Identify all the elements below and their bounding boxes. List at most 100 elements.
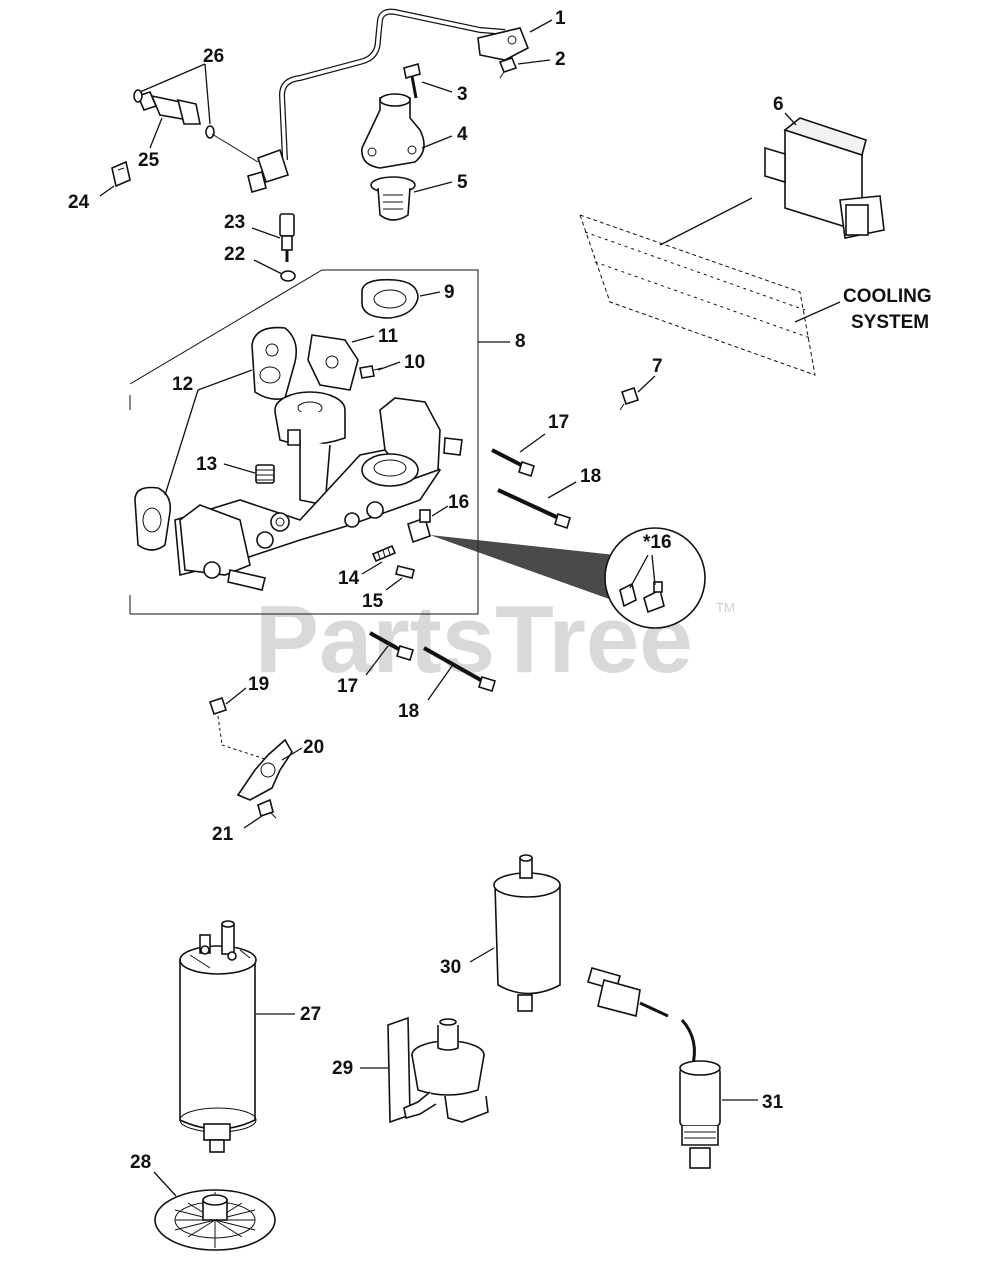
part-17-bolt-upper[interactable] bbox=[491, 448, 535, 478]
callout-11: 11 bbox=[378, 326, 399, 347]
callout-19: 19 bbox=[248, 674, 269, 695]
part-25-fuel-injector[interactable] bbox=[133, 89, 215, 139]
leader-17b bbox=[365, 645, 389, 676]
part-15-screw[interactable] bbox=[395, 565, 415, 579]
part-9-gasket[interactable] bbox=[361, 278, 419, 319]
leader-28 bbox=[153, 1171, 177, 1197]
part-22-o-ring[interactable] bbox=[280, 270, 296, 282]
part-31-oxygen-sensor[interactable] bbox=[587, 967, 721, 1169]
leader-9 bbox=[419, 291, 441, 297]
cooling-system-line1: COOLING bbox=[843, 286, 932, 307]
leader-12a bbox=[197, 369, 253, 391]
callout-14: 14 bbox=[338, 568, 360, 589]
callout-10: 10 bbox=[404, 352, 425, 373]
callout-3: 3 bbox=[457, 84, 468, 105]
part-8-intake-manifold[interactable] bbox=[174, 391, 463, 591]
part-19-nut[interactable] bbox=[208, 696, 228, 716]
part-16-fitting[interactable] bbox=[407, 509, 431, 544]
leader-11 bbox=[351, 335, 375, 343]
part-17-bolt-lower[interactable] bbox=[369, 631, 414, 662]
cooling-system-frame bbox=[579, 214, 816, 376]
callout-1: 1 bbox=[555, 8, 566, 29]
callout-4: 4 bbox=[457, 124, 468, 145]
cooling-system-line2: SYSTEM bbox=[851, 312, 929, 333]
part-7-bolt[interactable] bbox=[619, 386, 640, 411]
leader-21 bbox=[243, 815, 263, 829]
leader-16 bbox=[431, 505, 449, 517]
part-28-strainer[interactable] bbox=[154, 1189, 276, 1251]
callout-18-lower: 18 bbox=[398, 701, 419, 722]
callout-21: 21 bbox=[212, 824, 234, 845]
leader-cooling bbox=[794, 301, 841, 323]
callout-16: 16 bbox=[448, 492, 469, 513]
part-1-fuel-rail[interactable] bbox=[278, 8, 530, 161]
part-10-screw[interactable] bbox=[359, 365, 383, 379]
callout-12: 12 bbox=[172, 374, 193, 395]
callout-16-detail: *16 bbox=[643, 532, 672, 553]
callout-22: 22 bbox=[224, 244, 245, 265]
leader-25 bbox=[149, 117, 163, 149]
leader-cooling-module bbox=[659, 197, 753, 246]
leader-1 bbox=[529, 19, 553, 33]
callout-28: 28 bbox=[130, 1152, 151, 1173]
leader-20 bbox=[281, 747, 303, 761]
part-18-bolt-upper[interactable] bbox=[497, 488, 571, 530]
callout-6: 6 bbox=[773, 94, 784, 115]
callout-9: 9 bbox=[444, 282, 455, 303]
part-21-screw[interactable] bbox=[257, 798, 277, 819]
leader-26b bbox=[204, 63, 211, 125]
leader-15 bbox=[385, 577, 403, 591]
dashed-19-20b bbox=[221, 744, 269, 761]
callout-31: 31 bbox=[762, 1092, 784, 1113]
dashed-19-20 bbox=[217, 715, 223, 746]
leader-16b-2 bbox=[651, 554, 656, 586]
leader-22 bbox=[253, 259, 283, 275]
part-14-set-screw[interactable] bbox=[371, 544, 397, 563]
callout-7: 7 bbox=[652, 356, 663, 377]
part-20-bracket[interactable] bbox=[236, 738, 293, 801]
part-29-pressure-regulator[interactable] bbox=[387, 1016, 489, 1124]
part-27-fuel-pump[interactable] bbox=[179, 920, 257, 1153]
leader-26a bbox=[139, 63, 206, 93]
callout-20: 20 bbox=[303, 737, 324, 758]
part-30-fuel-filter[interactable] bbox=[493, 854, 561, 1012]
leader-23 bbox=[251, 227, 281, 239]
callout-27: 27 bbox=[300, 1004, 321, 1025]
part-4-thermostat-housing[interactable] bbox=[361, 93, 425, 169]
callout-17-upper: 17 bbox=[548, 412, 569, 433]
fuel-rail-connector[interactable] bbox=[247, 148, 290, 193]
leader-13 bbox=[223, 463, 256, 474]
leader-12b bbox=[164, 389, 199, 496]
detail-16-inset bbox=[430, 527, 706, 629]
part-11-adapter-plate[interactable] bbox=[307, 334, 359, 391]
leader-30 bbox=[469, 947, 495, 963]
part-2-screw[interactable] bbox=[498, 57, 518, 79]
leader-18a bbox=[547, 481, 577, 499]
leader-17a bbox=[519, 433, 546, 453]
injector-line bbox=[211, 133, 259, 163]
part-24-clip[interactable] bbox=[111, 160, 131, 188]
leader-6 bbox=[784, 112, 797, 126]
callout-24: 24 bbox=[68, 192, 90, 213]
part-13-plug[interactable] bbox=[255, 464, 275, 484]
leader-24 bbox=[99, 185, 115, 197]
callout-17-lower: 17 bbox=[337, 676, 358, 697]
callout-8: 8 bbox=[515, 331, 526, 352]
leader-2 bbox=[517, 59, 551, 65]
callout-15: 15 bbox=[362, 591, 384, 612]
leader-19 bbox=[225, 687, 247, 705]
callout-2: 2 bbox=[555, 49, 566, 70]
part-6-control-module[interactable] bbox=[764, 117, 885, 239]
leader-7 bbox=[637, 375, 656, 393]
callout-25: 25 bbox=[138, 150, 160, 171]
part-12-gasket[interactable] bbox=[134, 326, 298, 551]
leader-3 bbox=[421, 81, 453, 93]
part-5-thermostat[interactable] bbox=[370, 176, 416, 221]
part-3-screw[interactable] bbox=[403, 62, 421, 99]
callout-30: 30 bbox=[440, 957, 461, 978]
part-23-sensor[interactable] bbox=[279, 213, 295, 262]
part-18-bolt-lower[interactable] bbox=[423, 646, 496, 693]
leader-14 bbox=[361, 561, 383, 575]
